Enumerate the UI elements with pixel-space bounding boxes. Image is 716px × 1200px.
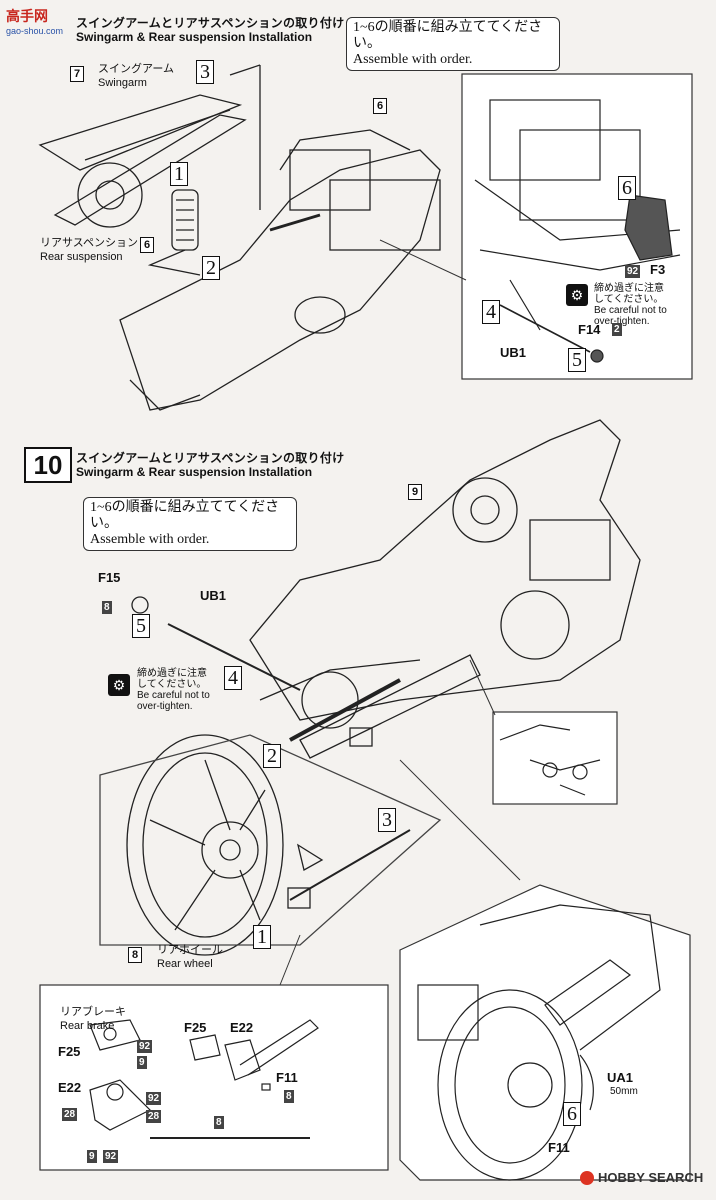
note-jp: 1~6の順番に組み立ててください。 [90, 500, 280, 531]
f15-label: F15 [98, 570, 121, 585]
e22-badge-28a: 28 [62, 1108, 78, 1121]
f14-badge: 2 [612, 323, 622, 336]
step-number-box: 10 [24, 447, 72, 483]
e22-badge-28b: 28 [146, 1110, 162, 1123]
caution-jp1: 締め過ぎに注意 [137, 668, 207, 679]
step10-title-jp: スイングアームとリアサスペンションの取り付け [76, 451, 345, 465]
f25-badge-9: 9 [137, 1056, 147, 1069]
caution-en2: over-tighten. [137, 701, 193, 712]
caution-en1: Be careful not to [594, 305, 667, 316]
step10-title-en: Swingarm & Rear suspension Installation [76, 465, 313, 479]
rear-wheel-step-num: 8 [128, 947, 143, 963]
order-num-4: 4 [224, 666, 242, 690]
swingarm-step-num: 7 [70, 66, 85, 82]
caution-text: 締め過ぎに注意 してください。 Be careful not to over-t… [594, 283, 667, 327]
rear-wheel-label-en: Rear wheel [157, 958, 213, 970]
rear-susp-label-jp: リアサスペンション [40, 237, 139, 249]
rear-susp-step-num: 6 [140, 237, 155, 253]
frame-step-num: 6 [373, 98, 388, 114]
rear-wheel-label-jp: リアホイール [157, 944, 223, 956]
f15-badge: 8 [102, 601, 112, 614]
f3-label: F3 [650, 262, 666, 277]
e22-label: E22 [58, 1080, 82, 1095]
hobby-search-watermark: HOBBY SEARCH [580, 1170, 703, 1185]
order-num-5: 5 [568, 348, 586, 372]
watermark-url: gao-shou.com [6, 26, 64, 36]
e22-badge-92: 92 [146, 1092, 162, 1105]
caution-en2: over-tighten. [594, 316, 650, 327]
swingarm-label-en: Swingarm [98, 77, 147, 89]
rear-brake-label-en: Rear brake [60, 1020, 115, 1032]
order-num-3: 3 [196, 60, 214, 84]
f14-label: F14 [578, 322, 601, 337]
order-num-3: 3 [378, 808, 396, 832]
f3-badge: 92 [625, 265, 641, 278]
caution-text: 締め過ぎに注意 してください。 Be careful not to over-t… [137, 668, 210, 712]
ub1-label: UB1 [500, 345, 527, 360]
order-num-1: 1 [253, 925, 271, 949]
f11-badge: 8 [284, 1090, 294, 1103]
swingarm-label-jp: スイングアーム [98, 63, 175, 75]
f25-badge-92: 92 [137, 1040, 153, 1053]
f25-label: F25 [58, 1044, 81, 1059]
ua1-length: 50mm [610, 1086, 638, 1097]
watermark-logo-text: 高手网 [6, 8, 48, 24]
order-num-1: 1 [170, 162, 188, 186]
site-watermark-logo: 高手网 gao-shou.com [6, 6, 66, 36]
step10-frame-num: 9 [408, 484, 423, 500]
e22-badge-9: 9 [87, 1150, 97, 1163]
step9-title-en: Swingarm & Rear suspension Installation [76, 30, 313, 44]
f11-label: F11 [276, 1070, 298, 1085]
note-en: Assemble with order. [90, 532, 210, 547]
ua1-label: UA1 [607, 1070, 634, 1085]
note-jp: 1~6の順番に組み立ててください。 [353, 20, 543, 51]
rear-susp-label-en: Rear suspension [40, 251, 123, 263]
f11-bottom-label: F11 [548, 1140, 570, 1155]
caution-jp2: してください。 [594, 294, 664, 305]
step9-order-note: 1~6の順番に組み立ててください。 Assemble with order. [346, 17, 560, 71]
inset-order-6: 6 [618, 176, 636, 200]
rear-brake-label-jp: リアブレーキ [60, 1006, 126, 1018]
order-num-2: 2 [202, 256, 220, 280]
order-num-4: 4 [482, 300, 500, 324]
ub1-label: UB1 [200, 588, 227, 603]
watermark-text: HOBBY SEARCH [598, 1170, 704, 1185]
caution-en1: Be careful not to [137, 690, 210, 701]
caution-wrench-icon: ⚙ [566, 284, 588, 306]
caution-jp1: 締め過ぎに注意 [594, 283, 664, 294]
caution-jp2: してください。 [137, 679, 207, 690]
watermark-gear-icon [580, 1170, 594, 1185]
caution-wrench-icon: ⚙ [108, 674, 130, 696]
rod-badge: 8 [214, 1116, 224, 1129]
e22-badge-92b: 92 [103, 1150, 119, 1163]
note-en: Assemble with order. [353, 52, 473, 67]
f25b-label: F25 [184, 1020, 207, 1035]
step9-title-jp: スイングアームとリアサスペンションの取り付け [76, 16, 345, 30]
order-num-6: 6 [563, 1102, 581, 1126]
step10-order-note: 1~6の順番に組み立ててください。 Assemble with order. [83, 497, 297, 551]
e22b-label: E22 [230, 1020, 254, 1035]
order-num-2: 2 [263, 744, 281, 768]
order-num-5: 5 [132, 614, 150, 638]
